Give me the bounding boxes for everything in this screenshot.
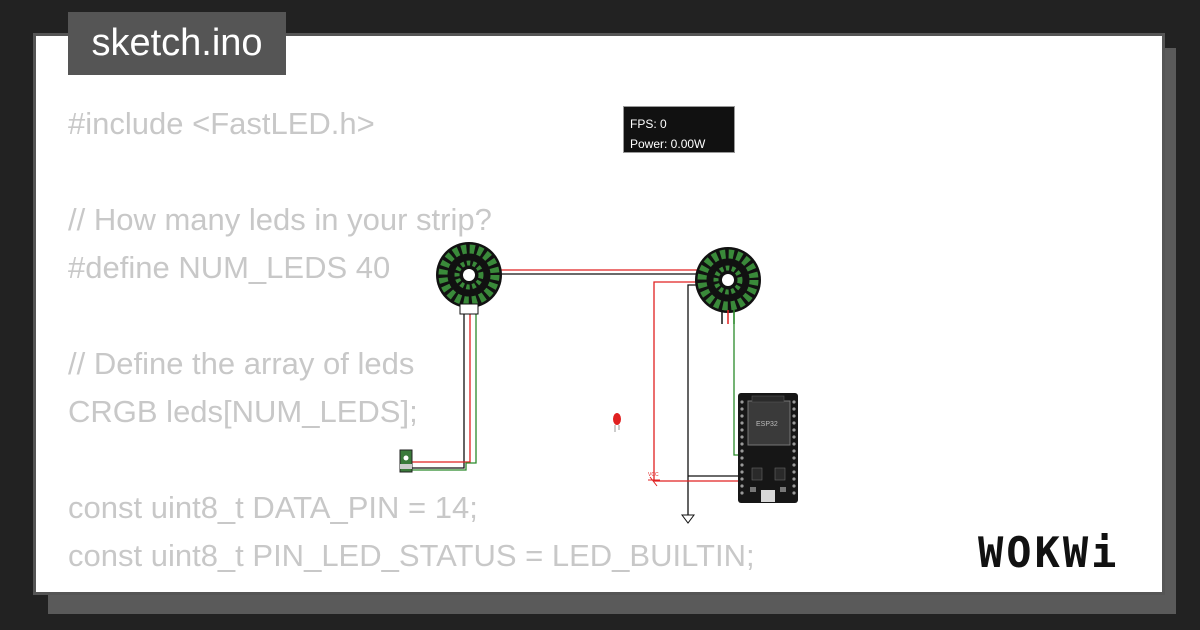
led-ring[interactable] [695,247,761,324]
wire-red [412,308,471,463]
power-readout: Power: 0.00W [630,137,706,151]
code-line: // Define the array of leds [68,346,415,381]
status-led[interactable] [613,413,621,432]
project-preview-card [33,33,1165,595]
file-name-tab[interactable]: sketch.ino [68,12,286,75]
code-line: const uint8_t PIN_LED_STATUS = LED_BUILT… [68,538,755,573]
wokwi-logo: WOKWi [978,528,1120,577]
wire-black [412,308,465,469]
led-ring[interactable] [436,242,502,315]
code-line: // How many leds in your strip? [68,202,492,237]
code-preview: #include <FastLED.h> // How many leds in… [68,100,755,580]
fps-readout: FPS: 0 [630,117,667,131]
wire-red [653,281,744,482]
board-label: ESP32 [756,421,778,428]
simulation-stats-overlay: FPS: 0 Power: 0.00W [623,106,735,153]
code-line: CRGB leds[NUM_LEDS]; [68,394,418,429]
code-line: #define NUM_LEDS 40 [68,250,391,285]
led-connector[interactable] [399,449,413,473]
ground-symbol [681,514,695,524]
vcc-symbol: VCC [648,472,660,487]
code-line: #include <FastLED.h> [68,106,375,141]
esp32-board[interactable]: ESP32 [738,393,798,503]
code-line: const uint8_t DATA_PIN = 14; [68,490,478,525]
board-pins [740,400,796,495]
wire-green [412,308,477,471]
vcc-label: VCC [648,472,659,478]
